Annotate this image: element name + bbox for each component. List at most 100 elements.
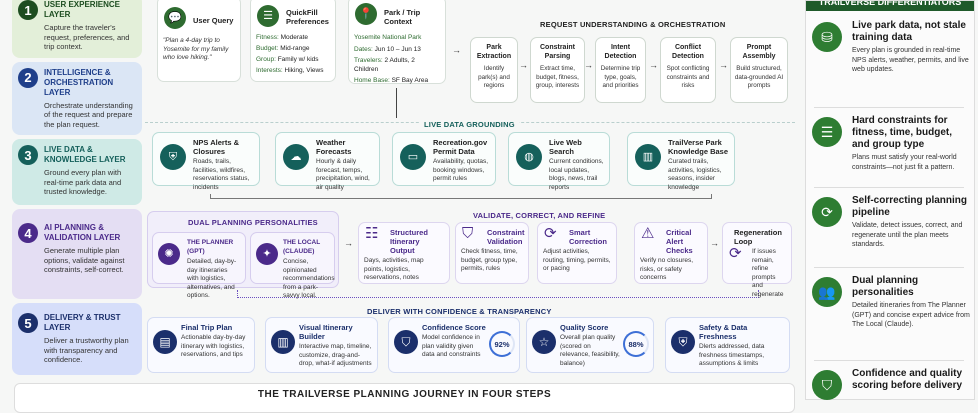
divider — [814, 360, 964, 361]
journey-title: THE TRAILVERSE PLANNING JOURNEY IN FOUR … — [257, 389, 552, 400]
layer-number: 3 — [18, 145, 38, 165]
layer-desc: Generate multiple plan options, validate… — [44, 246, 125, 274]
step-desc: Identify park(s) and regions — [478, 65, 510, 89]
shield-check-icon: ⛉ — [812, 370, 842, 400]
star-icon: ☆ — [532, 330, 556, 354]
arrow-right: → — [344, 238, 353, 248]
card-title: Safety & Data Freshness — [699, 323, 748, 341]
clipboard-icon: ▤ — [153, 330, 177, 354]
layer-number: 4 — [18, 223, 38, 243]
step-desc: Check fitness, time, budget, group type,… — [461, 248, 518, 272]
step-desc: Extract time, budget, fitness, group, in… — [535, 65, 580, 89]
differentiator-desc: Detailed itineraries from The Planner (G… — [852, 302, 970, 328]
differentiator-item: ⛁Live park data, not stale training data… — [812, 20, 972, 75]
divider — [814, 107, 964, 108]
score-value: 92% — [494, 339, 510, 349]
differentiator-desc: Validate, detect issues, correct, and re… — [852, 222, 963, 248]
context-key: Home Base: — [354, 76, 390, 84]
step-title: Constraint Parsing — [540, 44, 575, 60]
arrow-right: → — [649, 60, 658, 70]
layer-desc: Capture the traveler's request, preferen… — [44, 23, 130, 51]
checklist-icon: ☷ — [365, 225, 379, 242]
pref-key: Interests: — [256, 67, 283, 74]
context-value: Jun 10 – Jun 13 — [374, 45, 421, 53]
card-title: Confidence Score — [422, 323, 486, 332]
weather-icon: ☁ — [283, 144, 309, 170]
step-desc: Determine trip type, goals, and prioriti… — [600, 65, 641, 89]
users-icon: 👥 — [812, 277, 842, 307]
grounding-label: LIVE DATA GROUNDING — [420, 120, 519, 129]
arrow-right: → — [519, 60, 528, 70]
source-title: Recreation.gov Permit Data — [433, 138, 488, 156]
pref-row: Fitness: Moderate — [256, 32, 330, 43]
differentiator-desc: Every plan is grounded in real-time NPS … — [852, 47, 969, 73]
divider — [814, 267, 964, 268]
context-key: Dates: — [354, 45, 373, 53]
step-title: Structured Itinerary Output — [390, 228, 428, 255]
sliders-icon: ☰ — [257, 5, 279, 27]
pref-value: Moderate — [280, 34, 309, 41]
layer-title: LIVE DATA & KNOWLEDGE LAYER — [44, 145, 126, 164]
refresh-icon: ⟳ — [544, 225, 557, 242]
book-icon: ▥ — [635, 144, 661, 170]
pref-row: Interests: Hiking, Views — [256, 65, 330, 76]
source-desc: Current conditions, local updates, blogs… — [549, 158, 604, 191]
layer-number: 1 — [18, 0, 38, 20]
divider — [814, 187, 964, 188]
pref-key: Budget: — [256, 45, 279, 52]
card-title: Final Trip Plan — [181, 323, 233, 332]
layer-title: DELIVERY & TRUST LAYER — [44, 313, 121, 332]
layer-4: 4 AI PLANNING & VALIDATION LAYER Generate … — [12, 209, 142, 299]
card-title: QuickFill Preferences — [286, 8, 329, 26]
card-desc: Dlerts addressed, data freshness timesta… — [699, 343, 765, 367]
context-row: Travelers: 2 Adults, 2 Children — [354, 56, 440, 74]
context-row: Home Base: SF Bay Area — [354, 76, 440, 85]
refresh-icon: ⟳ — [729, 245, 742, 262]
local-desc: Concise, opinionated recommendations fro… — [283, 258, 335, 299]
layer-desc: Ground every plan with real-time park da… — [44, 168, 122, 196]
step-title: Intent Detection — [604, 44, 637, 60]
arrow-right: → — [452, 45, 461, 55]
score-ring: 88% — [623, 331, 649, 357]
step-desc: Days, activities, map points, logistics,… — [364, 257, 424, 281]
trip-context-card: 📍 Park / Trip Context Yosemite National … — [348, 0, 446, 84]
layer-title: AI PLANNING & VALIDATION LAYER — [44, 223, 121, 242]
step-title: Smart Correction — [569, 228, 607, 246]
preferences-card: ☰ QuickFill Preferences Fitness: Moderat… — [250, 0, 336, 82]
layer-desc: Orchestrate understanding of the request… — [44, 100, 133, 129]
differentiators-header: TRAILVERSE DIFFERENTIATORS — [806, 1, 974, 11]
differentiator-title: Live park data, not stale training data — [852, 20, 966, 43]
step-title: Conflict Detection — [672, 44, 704, 60]
source-desc: Hourly & daily forecast, temps, precipit… — [316, 158, 370, 191]
context-value: 2 Adults, 2 Children — [354, 56, 415, 73]
source-title: NPS Alerts & Closures — [193, 138, 239, 156]
alert-icon: ⚠ — [641, 225, 655, 242]
differentiator-title: Dual planning personalities — [852, 275, 919, 298]
layer-number: 5 — [18, 313, 38, 333]
journey-banner: THE TRAILVERSE PLANNING JOURNEY IN FOUR … — [14, 383, 795, 413]
connector — [210, 194, 712, 199]
differentiator-item: ☰Hard constraints for fitness, time, bud… — [812, 115, 972, 172]
step-desc: Spot conflicting constraints and risks — [666, 65, 710, 89]
refresh-icon: ⟳ — [812, 197, 842, 227]
step-desc: Build structured, data-grounded AI promp… — [734, 65, 784, 89]
differentiator-item: ⛉Confidence and quality scoring before d… — [812, 368, 972, 400]
